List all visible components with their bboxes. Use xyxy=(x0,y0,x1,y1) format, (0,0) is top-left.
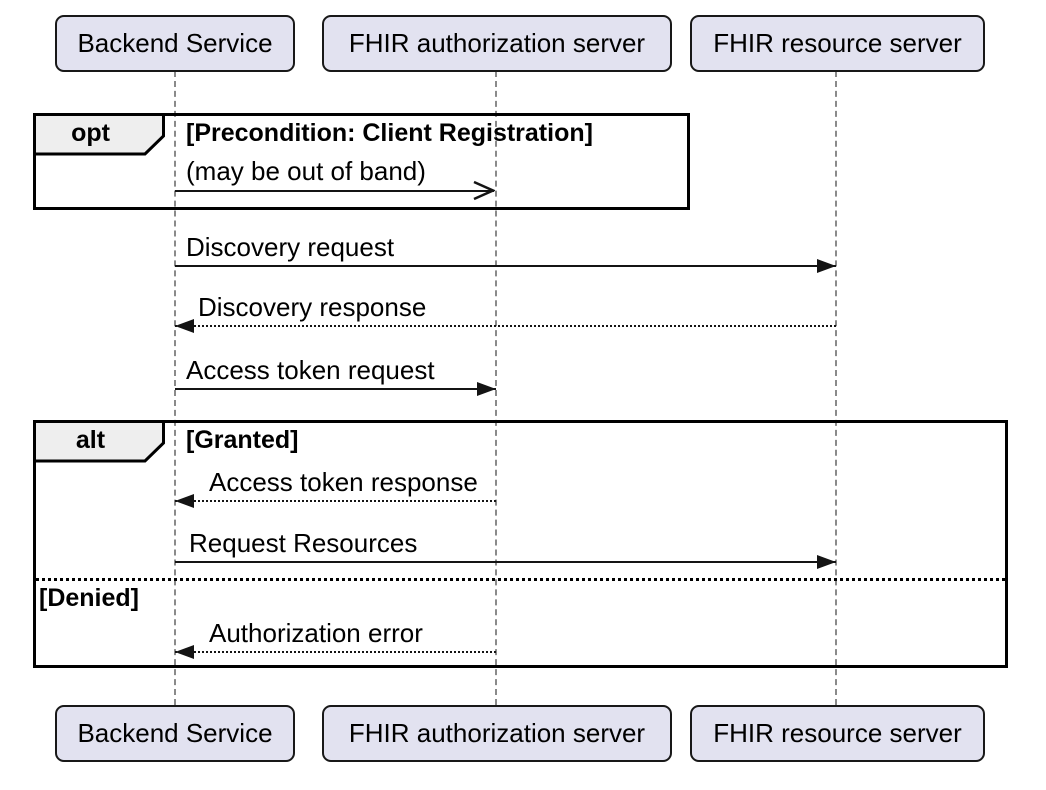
participant-label: FHIR authorization server xyxy=(348,28,646,58)
participant-label: FHIR resource server xyxy=(713,28,962,58)
message-line-request-resources xyxy=(175,561,836,563)
message-label-discovery-response: Discovery response xyxy=(198,292,427,322)
filled-arrowhead-left-icon xyxy=(175,319,194,333)
message-line-discovery-request xyxy=(175,265,836,267)
filled-arrowhead-right-icon xyxy=(817,259,836,273)
alt-fragment xyxy=(33,420,1008,668)
message-label-discovery-request: Discovery request xyxy=(186,232,395,262)
alt-operator-badge-icon xyxy=(33,420,165,463)
alt-guard-granted-label: [Granted] xyxy=(186,426,299,454)
message-label-request-resources: Request Resources xyxy=(189,528,418,558)
participant-label: Backend Service xyxy=(77,718,273,748)
message-line-may-be-out-of-band xyxy=(175,190,494,192)
participant-bottom-fhir-resource-server: FHIR resource server xyxy=(690,705,985,762)
participant-label: Backend Service xyxy=(77,28,273,58)
lifeline-fhir-resource-server xyxy=(835,71,837,705)
lifeline-fhir-authorization-server xyxy=(495,71,497,705)
filled-arrowhead-right-icon xyxy=(477,382,496,396)
message-label-may-be-out-of-band: (may be out of band) xyxy=(186,156,426,186)
participant-label: FHIR authorization server xyxy=(348,718,646,748)
participant-bottom-fhir-authorization-server: FHIR authorization server xyxy=(322,705,672,762)
participant-top-backend-service: Backend Service xyxy=(55,15,295,72)
opt-operator-badge-icon xyxy=(33,113,165,156)
message-label-authorization-error: Authorization error xyxy=(209,618,423,648)
message-line-access-token-response xyxy=(175,500,496,502)
message-line-authorization-error xyxy=(175,651,496,653)
alt-else-divider xyxy=(36,578,1005,581)
opt-fragment xyxy=(33,113,690,210)
message-line-discovery-response xyxy=(175,325,836,327)
participant-bottom-backend-service: Backend Service xyxy=(55,705,295,762)
alt-operator-label: alt xyxy=(75,426,106,454)
participant-top-fhir-resource-server: FHIR resource server xyxy=(690,15,985,72)
filled-arrowhead-left-icon xyxy=(175,645,194,659)
message-label-access-token-request: Access token request xyxy=(186,355,435,385)
opt-operator-label: opt xyxy=(71,119,110,147)
alt-guard-denied-label: [Denied] xyxy=(39,584,139,612)
open-arrowhead-icon xyxy=(473,180,495,201)
message-line-access-token-request xyxy=(175,388,496,390)
filled-arrowhead-left-icon xyxy=(175,494,194,508)
participant-label: FHIR resource server xyxy=(713,718,962,748)
opt-guard-label: [Precondition: Client Registration] xyxy=(186,119,593,147)
filled-arrowhead-right-icon xyxy=(817,555,836,569)
message-label-access-token-response: Access token response xyxy=(209,467,478,497)
participant-top-fhir-authorization-server: FHIR authorization server xyxy=(322,15,672,72)
